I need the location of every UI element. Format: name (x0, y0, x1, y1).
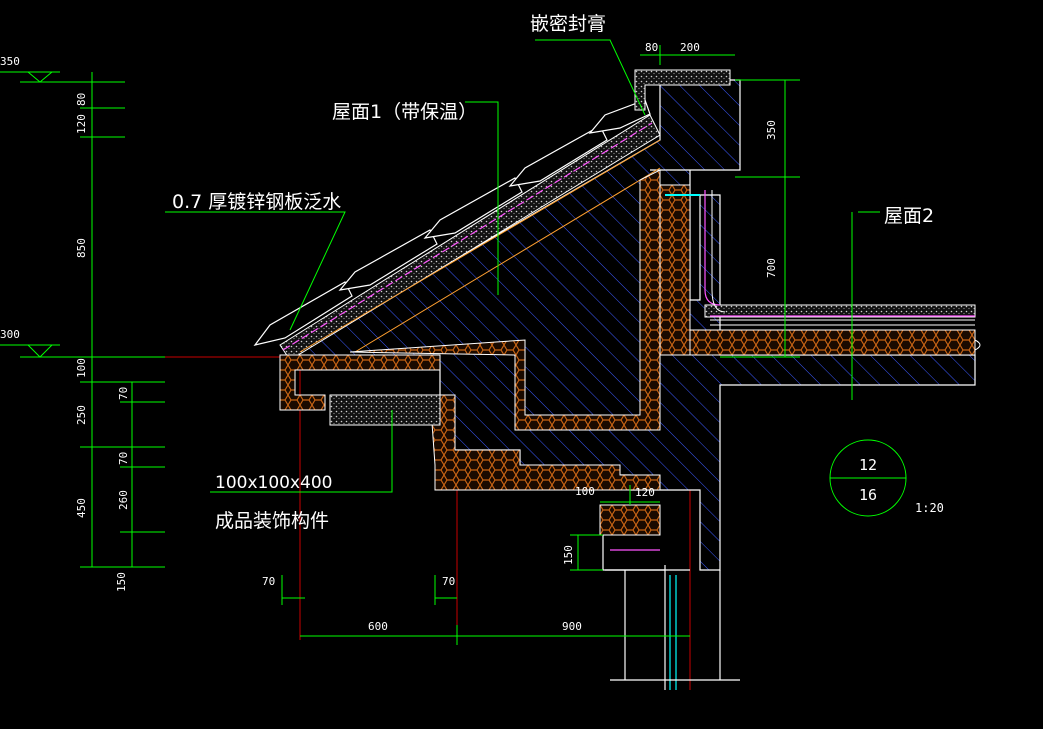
roof1-label: 屋面1（带保温） (332, 101, 477, 123)
dim-bottom-1: 600 (368, 620, 388, 633)
leader-lines (165, 39, 880, 493)
sealant-label: 嵌密封膏 (530, 12, 606, 35)
detail-ref-scale: 1:20 (915, 501, 944, 515)
dim-bottom-2: 900 (562, 620, 582, 633)
dimension-lines (20, 45, 800, 645)
detail-ref-top: 12 (859, 456, 877, 474)
dim-small-2: 120 (635, 486, 655, 499)
decorative-component (329, 394, 441, 426)
dim-inner-1: 70 (117, 387, 130, 400)
dim-top-1: 80 (645, 41, 658, 54)
dim-small-1: 100 (575, 485, 595, 498)
component-name-label: 成品装饰构件 (215, 510, 329, 532)
roof2-label: 屋面2 (884, 205, 934, 227)
insulation (279, 69, 976, 536)
dim-top-2: 200 (680, 41, 700, 54)
elevation-1: 350 (0, 55, 20, 68)
dim-bottom-small-1: 70 (262, 575, 275, 588)
roof2-layers (704, 190, 981, 351)
detail-ref-bottom: 16 (859, 486, 877, 504)
component-size-label: 100x100x400 (215, 473, 332, 493)
dim-left-6: 450 (75, 498, 88, 518)
dim-left-4: 100 (75, 358, 88, 378)
dim-left-7: 150 (115, 572, 128, 592)
elevation-markers (0, 71, 60, 358)
dim-left-2: 120 (75, 114, 88, 134)
flashing-label: 0.7 厚镀锌钢板泛水 (172, 191, 341, 213)
dim-right-2: 700 (765, 258, 778, 278)
dim-bottom-small-2: 70 (442, 575, 455, 588)
dim-inner-2: 70 (117, 452, 130, 465)
roof1-layers (279, 114, 661, 361)
elevation-2: 300 (0, 328, 20, 341)
dim-small-3: 150 (562, 545, 575, 565)
dim-left-1: 80 (75, 93, 88, 106)
dim-right-1: 350 (765, 120, 778, 140)
dim-inner-3: 260 (117, 490, 130, 510)
detail-reference (829, 439, 907, 517)
dim-left-3: 850 (75, 238, 88, 258)
dim-left-5: 250 (75, 405, 88, 425)
